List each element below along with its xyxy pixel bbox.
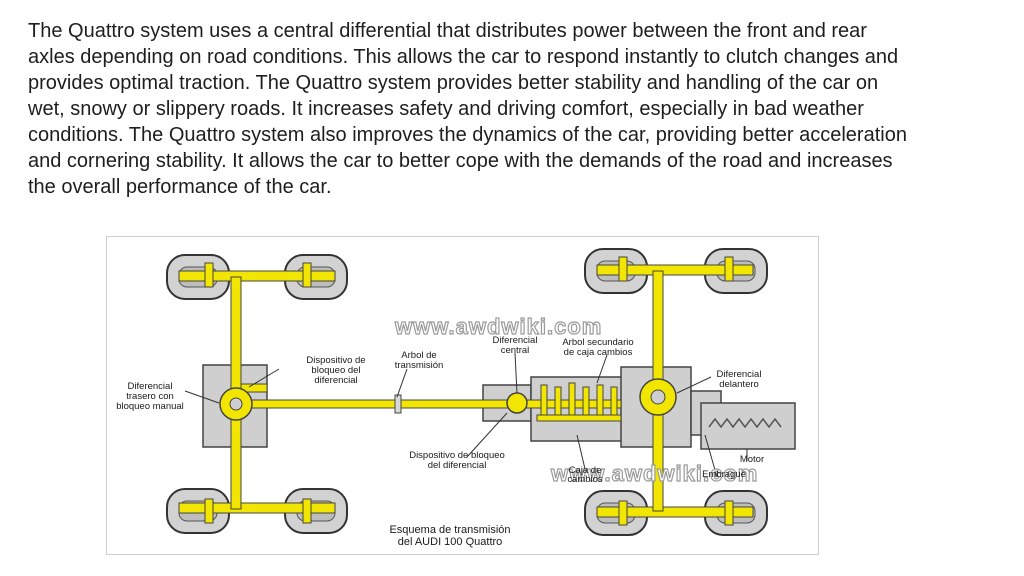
leader-lines	[184, 352, 748, 478]
label-motor: Motor	[740, 454, 764, 465]
transmission-diagram-svg: www.awdwiki.com www.awdwiki.com Diferenc…	[116, 248, 796, 548]
driveshaft-joint	[394, 394, 402, 414]
propeller-shaft	[240, 399, 622, 409]
transmission-diagram: www.awdwiki.com www.awdwiki.com Diferenc…	[106, 236, 819, 555]
diagram-caption-line2: del AUDI 100 Quattro	[398, 536, 503, 548]
label-embrague: Embrague	[702, 469, 746, 480]
gearbox-gears	[536, 382, 622, 422]
central-differential-gear	[506, 392, 528, 414]
diagram-caption-line1: Esquema de transmisión	[389, 524, 510, 536]
watermark-bottom: www.awdwiki.com	[550, 461, 758, 486]
engine-block-teeth	[708, 417, 782, 429]
front-differential-gear	[639, 378, 677, 416]
rear-differential-gear	[219, 387, 253, 421]
description-paragraph: The Quattro system uses a central differ…	[28, 20, 907, 198]
watermark-top: www.awdwiki.com	[394, 314, 602, 339]
